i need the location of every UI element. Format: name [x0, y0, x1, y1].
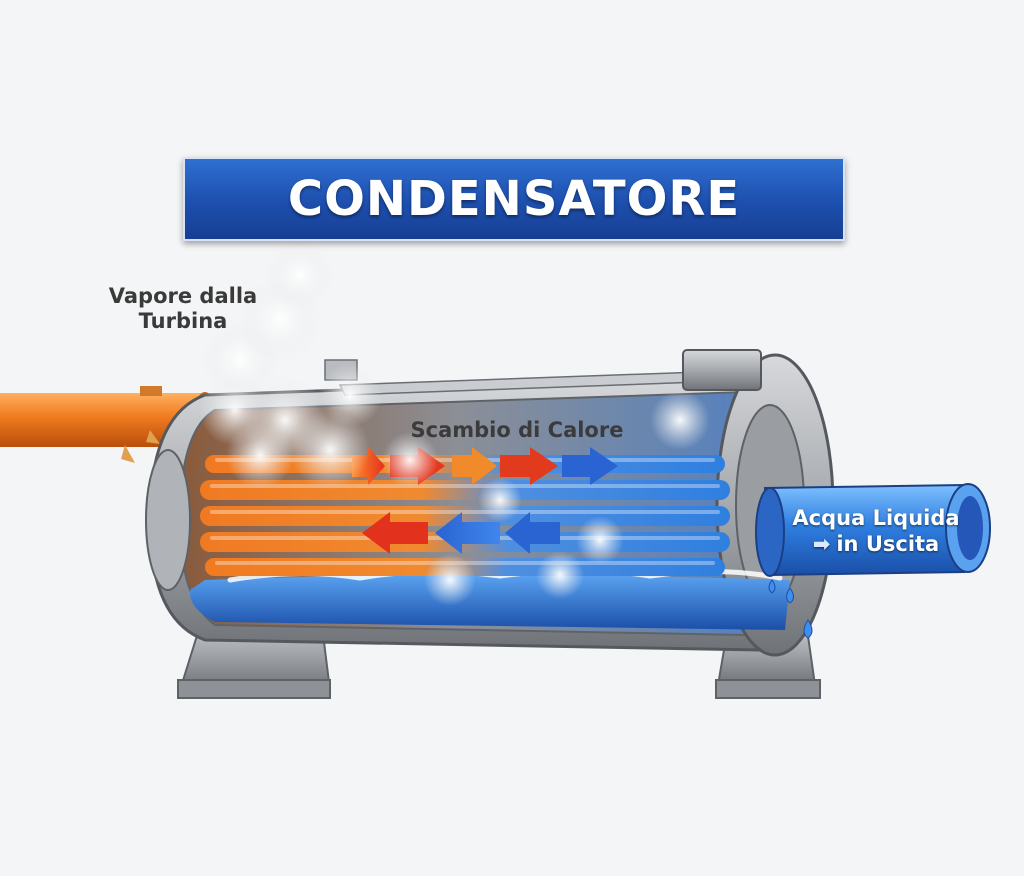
- heat-exchange-label: Scambio di Calore: [410, 418, 624, 442]
- steam-inlet-label: Vapore dalla Turbina: [98, 284, 268, 334]
- steam-cloud: [199, 241, 710, 606]
- outlet-label-line2-wrap: ➡in Uscita: [786, 531, 966, 557]
- outlet-label-line2: in Uscita: [836, 532, 940, 557]
- outlet-pipe: [755, 483, 991, 577]
- title-banner: CONDENSATORE: [183, 157, 845, 241]
- outlet-label: Acqua Liquida ➡in Uscita: [786, 505, 966, 558]
- arrow-right-icon: ➡: [812, 532, 831, 557]
- flow-arrows-left: [362, 512, 560, 554]
- water-drops: [768, 579, 813, 639]
- water-pool: [189, 568, 790, 630]
- steam-inlet-label-line1: Vapore dalla: [108, 284, 258, 308]
- outlet-label-line1: Acqua Liquida: [792, 506, 960, 530]
- steam-inlet-label-line2: Turbina: [138, 309, 228, 334]
- page-title: CONDENSATORE: [287, 171, 741, 227]
